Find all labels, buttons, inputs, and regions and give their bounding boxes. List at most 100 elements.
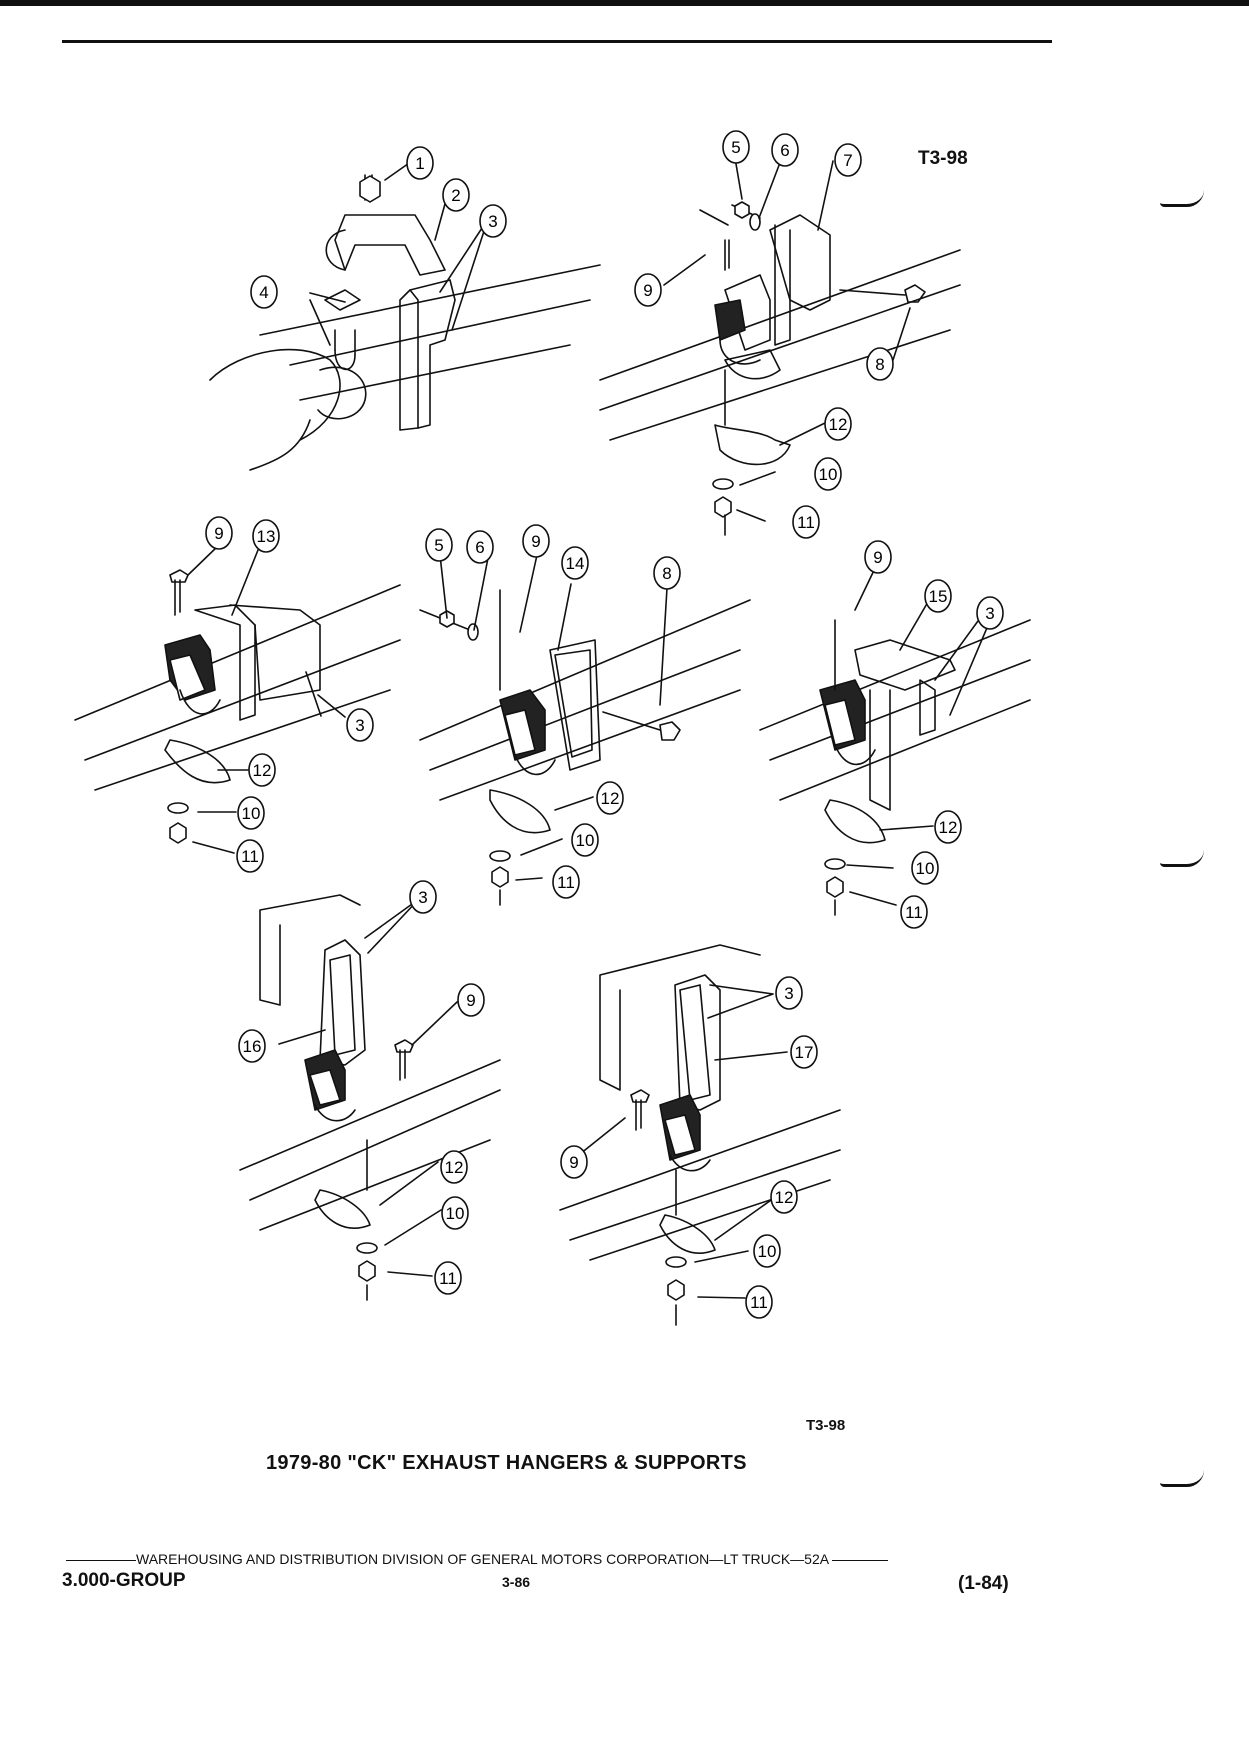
callout: 12 xyxy=(824,407,852,441)
figure-code-top: T3-98 xyxy=(918,148,968,169)
callout-number: 9 xyxy=(466,991,475,1010)
callout-number: 9 xyxy=(531,532,540,551)
assembly-4 xyxy=(419,589,751,906)
figure-title: 1979-80 "CK" EXHAUST HANGERS & SUPPORTS xyxy=(266,1452,747,1474)
footer-date: (1-84) xyxy=(958,1573,1009,1594)
callout-number: 17 xyxy=(795,1043,814,1062)
assembly-3 xyxy=(74,569,401,844)
callout-number: 5 xyxy=(731,138,740,157)
footer-division-line: WAREHOUSING AND DISTRIBUTION DIVISION OF… xyxy=(66,1551,1016,1567)
footer-page-number: 3-86 xyxy=(502,1574,531,1590)
callout-number: 9 xyxy=(643,281,652,300)
callout-number: 12 xyxy=(445,1158,464,1177)
callout-number: 12 xyxy=(775,1188,794,1207)
callout: 9 xyxy=(634,273,662,307)
callout: 9 xyxy=(560,1145,588,1179)
callout: 12 xyxy=(440,1150,468,1184)
leader-lines xyxy=(187,157,993,1299)
callout: 8 xyxy=(653,556,681,590)
assembly-7 xyxy=(559,944,841,1326)
callout-number: 9 xyxy=(214,524,223,543)
callout-number: 11 xyxy=(439,1269,457,1288)
callout: 12 xyxy=(596,781,624,815)
callout: 11 xyxy=(745,1285,773,1319)
callout-number: 11 xyxy=(557,873,575,892)
callout: 12 xyxy=(934,810,962,844)
callout-number: 3 xyxy=(355,716,364,735)
callout: 11 xyxy=(552,865,580,899)
callout-number: 8 xyxy=(662,564,671,583)
callout: 9 xyxy=(522,524,550,558)
callout: 10 xyxy=(237,796,265,830)
callout: 12 xyxy=(770,1180,798,1214)
callout-number: 11 xyxy=(797,513,815,532)
callout-number: 6 xyxy=(780,141,789,160)
callout: 1 xyxy=(406,146,434,180)
assembly-1 xyxy=(209,174,601,471)
callout-number: 11 xyxy=(750,1293,768,1312)
callout-number: 12 xyxy=(253,761,272,780)
callout-number: 12 xyxy=(829,415,848,434)
callout: 9 xyxy=(205,516,233,550)
callout: 11 xyxy=(900,895,928,929)
callout: 7 xyxy=(834,143,862,177)
callout: 11 xyxy=(236,839,264,873)
callout: 13 xyxy=(252,519,280,553)
callout: 6 xyxy=(466,530,494,564)
callout-number: 13 xyxy=(257,527,276,546)
callout-number: 12 xyxy=(601,789,620,808)
callout: 14 xyxy=(561,546,589,580)
callout-number: 4 xyxy=(259,283,268,302)
binder-tab-mark xyxy=(1160,1470,1204,1487)
callout-number: 10 xyxy=(576,831,595,850)
callout-number: 8 xyxy=(875,355,884,374)
callout: 16 xyxy=(238,1029,266,1063)
callout: 2 xyxy=(442,178,470,212)
callout: 3 xyxy=(479,204,507,238)
callout: 8 xyxy=(866,347,894,381)
callout: 3 xyxy=(976,596,1004,630)
callout: 4 xyxy=(250,275,278,309)
top-border xyxy=(0,0,1249,6)
callout-number: 10 xyxy=(916,859,935,878)
header-rule xyxy=(62,40,1052,43)
callout-number: 3 xyxy=(488,212,497,231)
callout-number: 10 xyxy=(242,804,261,823)
figure-code-bottom: T3-98 xyxy=(806,1417,846,1434)
callout: 11 xyxy=(792,505,820,539)
callout-number: 2 xyxy=(451,186,460,205)
callout: 9 xyxy=(457,983,485,1017)
callout-number: 10 xyxy=(819,465,838,484)
callout: 10 xyxy=(911,851,939,885)
callout-number: 9 xyxy=(873,548,882,567)
callout-number: 9 xyxy=(569,1153,578,1172)
callout: 5 xyxy=(425,528,453,562)
binder-tab-mark xyxy=(1160,190,1204,207)
assembly-5 xyxy=(759,619,1031,916)
callout-circles: 1 2 3 4 5 6 7 9 8 12 10 11 9 13 3 12 10 … xyxy=(205,130,1004,1319)
callout: 12 xyxy=(248,753,276,787)
callout: 3 xyxy=(409,880,437,914)
callout-number: 3 xyxy=(418,888,427,907)
callout-number: 11 xyxy=(905,903,923,922)
callout: 11 xyxy=(434,1261,462,1295)
callout: 10 xyxy=(441,1196,469,1230)
callout: 5 xyxy=(722,130,750,164)
callout-number: 15 xyxy=(929,587,948,606)
binder-tab-mark xyxy=(1160,850,1204,867)
footer-division: WAREHOUSING AND DISTRIBUTION DIVISION OF… xyxy=(136,1551,829,1567)
callout-number: 1 xyxy=(415,154,424,173)
callout-number: 12 xyxy=(939,818,958,837)
callout-number: 7 xyxy=(843,151,852,170)
footer-rule-right xyxy=(832,1559,889,1561)
callout: 17 xyxy=(790,1035,818,1069)
callout-number: 3 xyxy=(985,604,994,623)
callout-number: 3 xyxy=(784,984,793,1003)
footer-group: 3.000-GROUP xyxy=(62,1570,186,1591)
callout: 15 xyxy=(924,579,952,613)
callout: 10 xyxy=(814,457,842,491)
callout-number: 16 xyxy=(243,1037,262,1056)
callout: 6 xyxy=(771,133,799,167)
callout-number: 14 xyxy=(566,554,585,573)
